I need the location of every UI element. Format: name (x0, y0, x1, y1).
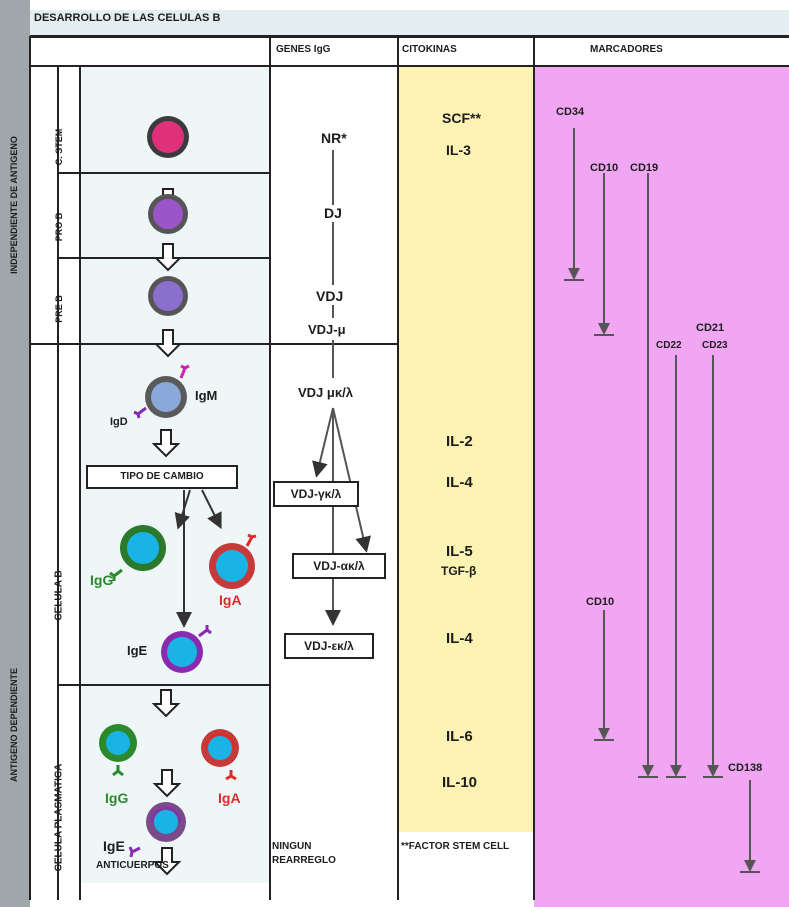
cyto-il10: IL-10 (442, 774, 477, 791)
marker-cd23: CD23 (702, 340, 728, 351)
label-igg: IgG (90, 572, 113, 588)
marker-arrows (564, 128, 760, 872)
marker-cd22: CD22 (656, 340, 682, 351)
gene-dj: DJ (324, 205, 342, 221)
cyto-footnote-text: **FACTOR STEM CELL (401, 841, 509, 852)
gene-vdj-mu-kl: VDJ μκ/λ (298, 385, 353, 400)
label-pre-b: PRE B (54, 279, 64, 339)
plasma-cell-igg (99, 724, 137, 775)
label-stem: C. STEM (54, 117, 64, 177)
label-pro-b: PRO B (54, 197, 64, 257)
switch-box: TIPO DE CAMBIO (86, 465, 238, 489)
pre-b-cell (148, 276, 188, 316)
marker-cd34: CD34 (556, 106, 584, 118)
mature-b-cell (134, 366, 189, 418)
gene-nr: NR* (321, 130, 347, 146)
b-cell-iga (209, 535, 256, 589)
label-celula-b: CELULA B (54, 546, 65, 646)
cyto-tgf: TGF-β (441, 564, 476, 578)
b-cell-igg (110, 525, 166, 581)
cyto-il3: IL-3 (446, 142, 471, 158)
gene-vdj-mu: VDJ-μ (308, 322, 346, 337)
label-plasma-iga: IgA (218, 790, 241, 806)
stem-cell (147, 116, 189, 158)
cyto-il6: IL-6 (446, 728, 473, 745)
label-ige: IgE (127, 643, 147, 658)
marker-cd19: CD19 (630, 162, 658, 174)
label-plasma-igg: IgG (105, 790, 128, 806)
b-cell-ige (161, 625, 211, 673)
label-iga: IgA (219, 592, 242, 608)
label-igd: IgD (110, 416, 128, 428)
cyto-scf: SCF** (442, 110, 481, 126)
cyto-il4a: IL-4 (446, 474, 473, 491)
pro-b-cell (148, 194, 188, 234)
plasma-cell-ige (130, 802, 186, 857)
gene-vdj-alpha: VDJ-ακ/λ (292, 553, 386, 579)
label-antigen-dependent: ANTIGENO DEPENDIENTE (9, 605, 19, 845)
label-antibodies: ANTICUERPOS (96, 860, 169, 871)
plasma-cell-iga (201, 729, 239, 779)
label-plasmatica: CELULA PLASMATICA (54, 748, 65, 888)
marker-cd10: CD10 (590, 162, 618, 174)
cyto-il2: IL-2 (446, 433, 473, 450)
cyto-il5: IL-5 (446, 543, 473, 560)
label-plasma-ige: IgE (103, 838, 125, 854)
gene-vdj-epsilon: VDJ-εκ/λ (284, 633, 374, 659)
gene-footnote-text: NINGUN REARREGLO (272, 841, 336, 866)
cyto-il4b: IL-4 (446, 630, 473, 647)
label-igm: IgM (195, 388, 217, 403)
marker-cd21: CD21 (696, 322, 724, 334)
gene-vdj-gamma: VDJ-γκ/λ (273, 481, 359, 507)
marker-cd138: CD138 (728, 762, 762, 774)
cyto-footnote: **FACTOR STEM CELL (401, 840, 527, 854)
marker-cd10b: CD10 (586, 596, 614, 608)
gene-footnote: NINGUN REARREGLO (272, 840, 372, 868)
label-antigen-independent: INDEPENDIENTE DE ANTIGENO (9, 85, 19, 325)
gene-vdj: VDJ (316, 288, 343, 304)
